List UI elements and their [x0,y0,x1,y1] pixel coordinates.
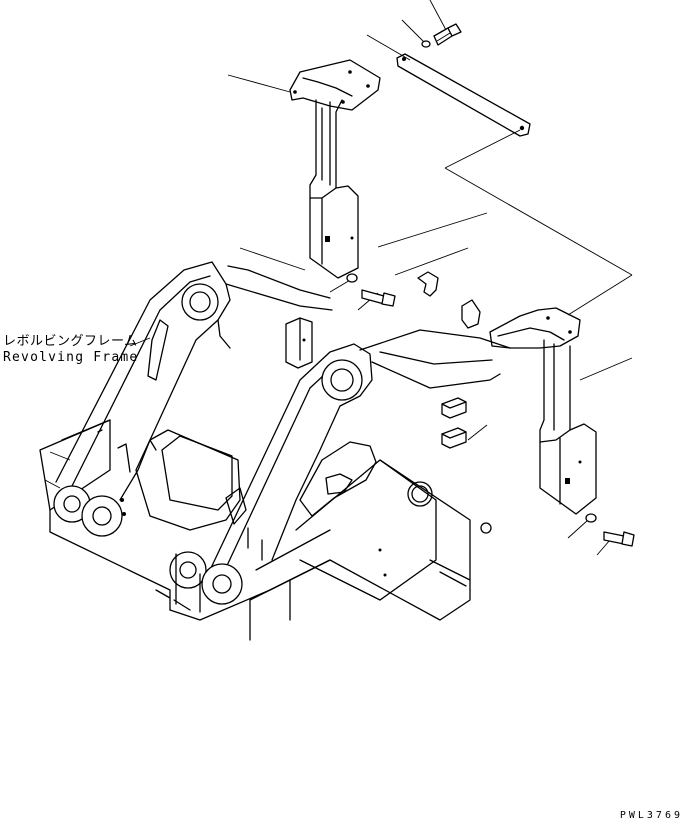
part-name-jp: レボルビングフレーム [3,334,138,349]
revolving-frame [39,261,511,641]
mid-bolt [346,273,396,307]
drawing-code: PWL3769 [619,810,683,821]
small-plate [285,317,313,369]
right-support-bracket [489,307,597,515]
flat-strap-bracket [396,53,531,137]
top-bolt [421,23,462,48]
bottom-bolt [585,513,635,547]
spacer-block [461,299,481,329]
rubber-blocks [441,397,467,449]
leader-lines [44,0,633,556]
part-name-en: Revolving Frame [3,350,139,365]
hook-clip [417,271,439,297]
left-support-bracket [289,59,381,279]
